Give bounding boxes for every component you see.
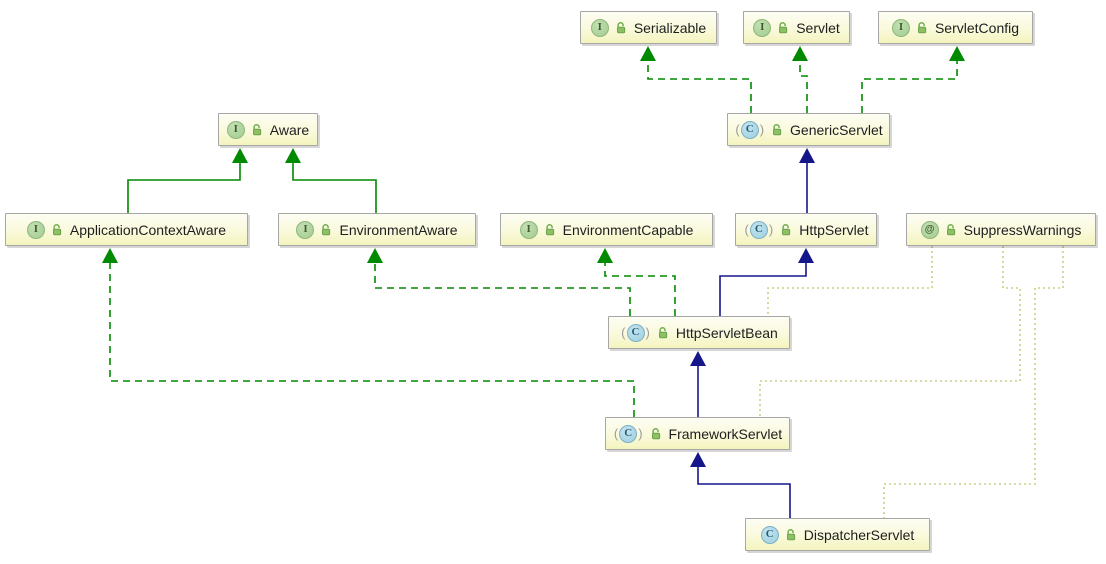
edge-suppress_warnings-to-http_servlet_bean	[767, 246, 933, 316]
edge-environment_aware-to-aware	[292, 162, 377, 213]
node-label: Servlet	[796, 19, 840, 36]
edge-http_servlet_bean-to-http_servlet	[719, 262, 807, 316]
arrowhead-framework_servlet-to-application_context_aware	[102, 248, 118, 263]
public-lock-icon	[780, 223, 792, 236]
type-icon: C	[749, 220, 768, 239]
arrowhead-dispatcher_servlet-to-framework_servlet	[690, 452, 706, 467]
public-lock-icon	[320, 223, 332, 236]
arrowhead-http_servlet-to-generic_servlet	[799, 148, 815, 163]
type-icon: I	[519, 220, 538, 239]
edge-dispatcher_servlet-to-framework_servlet	[697, 466, 791, 518]
public-lock-icon	[51, 223, 63, 236]
edge-application_context_aware-to-aware	[127, 162, 241, 213]
arrowhead-generic_servlet-to-servlet	[792, 46, 808, 61]
type-icon: @	[920, 220, 939, 239]
edge-generic_servlet-to-servlet_config	[861, 60, 958, 113]
type-icon: I	[891, 18, 910, 37]
node-framework_servlet[interactable]: ( C ) FrameworkServlet	[605, 417, 790, 450]
node-suppress_warnings[interactable]: @ SuppressWarnings	[906, 213, 1096, 246]
node-aware[interactable]: I Aware	[218, 113, 318, 146]
public-lock-icon	[650, 427, 662, 440]
node-http_servlet_bean[interactable]: ( C ) HttpServletBean	[608, 316, 790, 349]
type-icon: I	[296, 220, 315, 239]
node-label: ServletConfig	[934, 19, 1020, 36]
type-icon: I	[226, 120, 245, 139]
public-lock-icon	[916, 21, 928, 34]
arrowhead-http_servlet_bean-to-environment_capable	[597, 248, 613, 263]
node-label: EnvironmentCapable	[562, 221, 694, 238]
node-application_context_aware[interactable]: I ApplicationContextAware	[5, 213, 248, 246]
arrowhead-generic_servlet-to-serializable	[640, 46, 656, 61]
edge-http_servlet_bean-to-environment_aware	[374, 262, 631, 316]
type-icon: C	[740, 120, 759, 139]
library-paren-left: (	[621, 325, 626, 340]
node-environment_capable[interactable]: I EnvironmentCapable	[500, 213, 713, 246]
library-paren-right: )	[638, 426, 643, 441]
node-label: Aware	[269, 121, 310, 138]
node-environment_aware[interactable]: I EnvironmentAware	[278, 213, 476, 246]
node-label: FrameworkServlet	[668, 425, 783, 442]
node-servlet[interactable]: I Servlet	[743, 11, 850, 44]
arrowhead-environment_aware-to-aware	[285, 148, 301, 163]
library-paren-left: (	[735, 122, 740, 137]
node-label: SuppressWarnings	[963, 221, 1082, 238]
public-lock-icon	[777, 21, 789, 34]
public-lock-icon	[945, 223, 957, 236]
node-label: GenericServlet	[790, 121, 883, 138]
node-http_servlet[interactable]: ( C ) HttpServlet	[735, 213, 877, 246]
edge-suppress_warnings-to-framework_servlet	[759, 246, 1021, 417]
node-label: HttpServletBean	[675, 324, 778, 341]
edge-generic_servlet-to-servlet	[799, 60, 808, 113]
edge-framework_servlet-to-application_context_aware	[109, 262, 635, 417]
arrowhead-application_context_aware-to-aware	[232, 148, 248, 163]
public-lock-icon	[615, 21, 627, 34]
public-lock-icon	[544, 223, 556, 236]
library-paren-left: (	[744, 222, 749, 237]
node-label: EnvironmentAware	[339, 221, 458, 238]
public-lock-icon	[657, 326, 669, 339]
library-paren-right: )	[759, 122, 765, 137]
node-serializable[interactable]: I Serializable	[580, 11, 717, 44]
type-icon: I	[753, 18, 772, 37]
node-label: Serializable	[633, 19, 707, 36]
type-icon: I	[590, 18, 609, 37]
node-dispatcher_servlet[interactable]: C DispatcherServlet	[745, 518, 930, 551]
library-paren-left: (	[613, 426, 619, 441]
node-servlet_config[interactable]: I ServletConfig	[878, 11, 1033, 44]
public-lock-icon	[771, 123, 783, 136]
library-paren-right: )	[645, 325, 650, 340]
type-icon: C	[619, 424, 638, 443]
edge-suppress_warnings-to-dispatcher_servlet	[883, 246, 1064, 518]
arrowhead-generic_servlet-to-servlet_config	[949, 46, 965, 61]
public-lock-icon	[251, 123, 263, 136]
node-label: ApplicationContextAware	[69, 221, 227, 238]
arrowhead-http_servlet_bean-to-http_servlet	[798, 248, 814, 263]
arrowhead-framework_servlet-to-http_servlet_bean	[690, 351, 706, 366]
node-label: DispatcherServlet	[803, 526, 915, 543]
node-generic_servlet[interactable]: ( C ) GenericServlet	[727, 113, 890, 146]
edge-http_servlet_bean-to-environment_capable	[604, 262, 676, 316]
library-paren-right: )	[768, 222, 774, 237]
type-icon: I	[26, 220, 45, 239]
edge-generic_servlet-to-serializable	[647, 60, 752, 113]
node-label: HttpServlet	[799, 221, 869, 238]
public-lock-icon	[785, 528, 797, 541]
type-icon: C	[760, 525, 779, 544]
arrowhead-http_servlet_bean-to-environment_aware	[367, 248, 383, 263]
type-icon: C	[626, 323, 645, 342]
